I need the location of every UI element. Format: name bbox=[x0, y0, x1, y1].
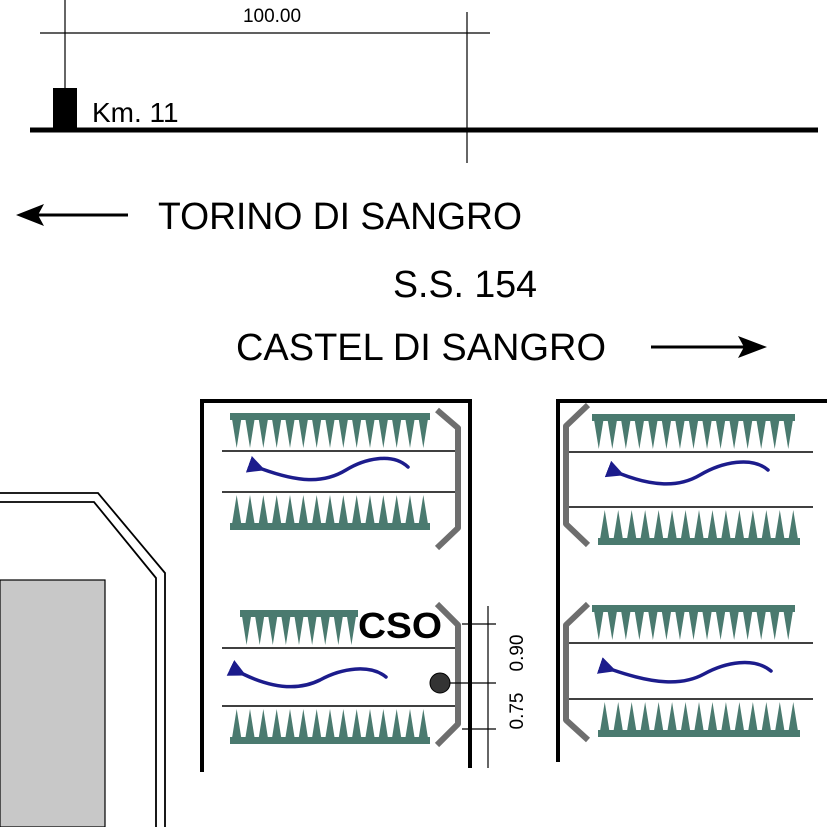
guardrails bbox=[434, 402, 591, 748]
building-block bbox=[0, 579, 106, 827]
hedge-right-lower-top bbox=[592, 605, 795, 640]
left-frame bbox=[200, 399, 472, 772]
arrow-left-icon bbox=[16, 204, 128, 226]
km-post-icon bbox=[53, 88, 77, 132]
building-outline bbox=[0, 492, 166, 827]
hedge-right-upper-bottom bbox=[598, 510, 800, 545]
direction-left-group: TORINO DI SANGRO bbox=[16, 196, 522, 238]
dimension-upper-label: 0.90 bbox=[507, 635, 528, 672]
right-frame bbox=[556, 399, 827, 762]
dimension-lower-label: 0.75 bbox=[507, 693, 528, 730]
flow-arrows bbox=[226, 456, 773, 689]
hedge-left-upper-top bbox=[230, 413, 430, 448]
direction-left-label: TORINO DI SANGRO bbox=[158, 196, 522, 238]
guardrail-right-lower bbox=[563, 601, 591, 743]
flow-arrow-right-lower bbox=[596, 657, 773, 684]
sensor-dot-icon bbox=[429, 672, 451, 694]
hedge-rows bbox=[230, 413, 800, 744]
flow-arrow-left-lower bbox=[226, 660, 388, 689]
road-name-label: S.S. 154 bbox=[393, 264, 537, 306]
vertical-dimension bbox=[450, 606, 496, 768]
lane-lines bbox=[222, 450, 813, 707]
station-label: CSO bbox=[358, 605, 442, 646]
km-marker-label: Km. 11 bbox=[92, 97, 179, 128]
top-dimension-label: 100.00 bbox=[243, 6, 301, 27]
hedge-right-upper-top bbox=[592, 414, 795, 449]
guardrail-right-upper bbox=[563, 402, 591, 548]
guardrail-left-upper bbox=[434, 407, 461, 551]
hedge-left-upper-bottom bbox=[230, 495, 430, 530]
direction-right-group: CASTEL DI SANGRO bbox=[236, 327, 767, 369]
top-road-section: 100.00 Km. 11 bbox=[30, 0, 818, 163]
hedge-right-lower-bottom bbox=[598, 702, 800, 737]
direction-right-label: CASTEL DI SANGRO bbox=[236, 327, 606, 369]
guardrail-left-lower bbox=[434, 601, 461, 748]
arrow-right-icon bbox=[651, 336, 767, 358]
flow-arrow-right-upper bbox=[604, 460, 770, 486]
flow-arrow-left-upper bbox=[245, 456, 410, 482]
hedge-left-lower-bottom bbox=[230, 709, 430, 744]
hedge-left-lower-top bbox=[240, 610, 358, 645]
